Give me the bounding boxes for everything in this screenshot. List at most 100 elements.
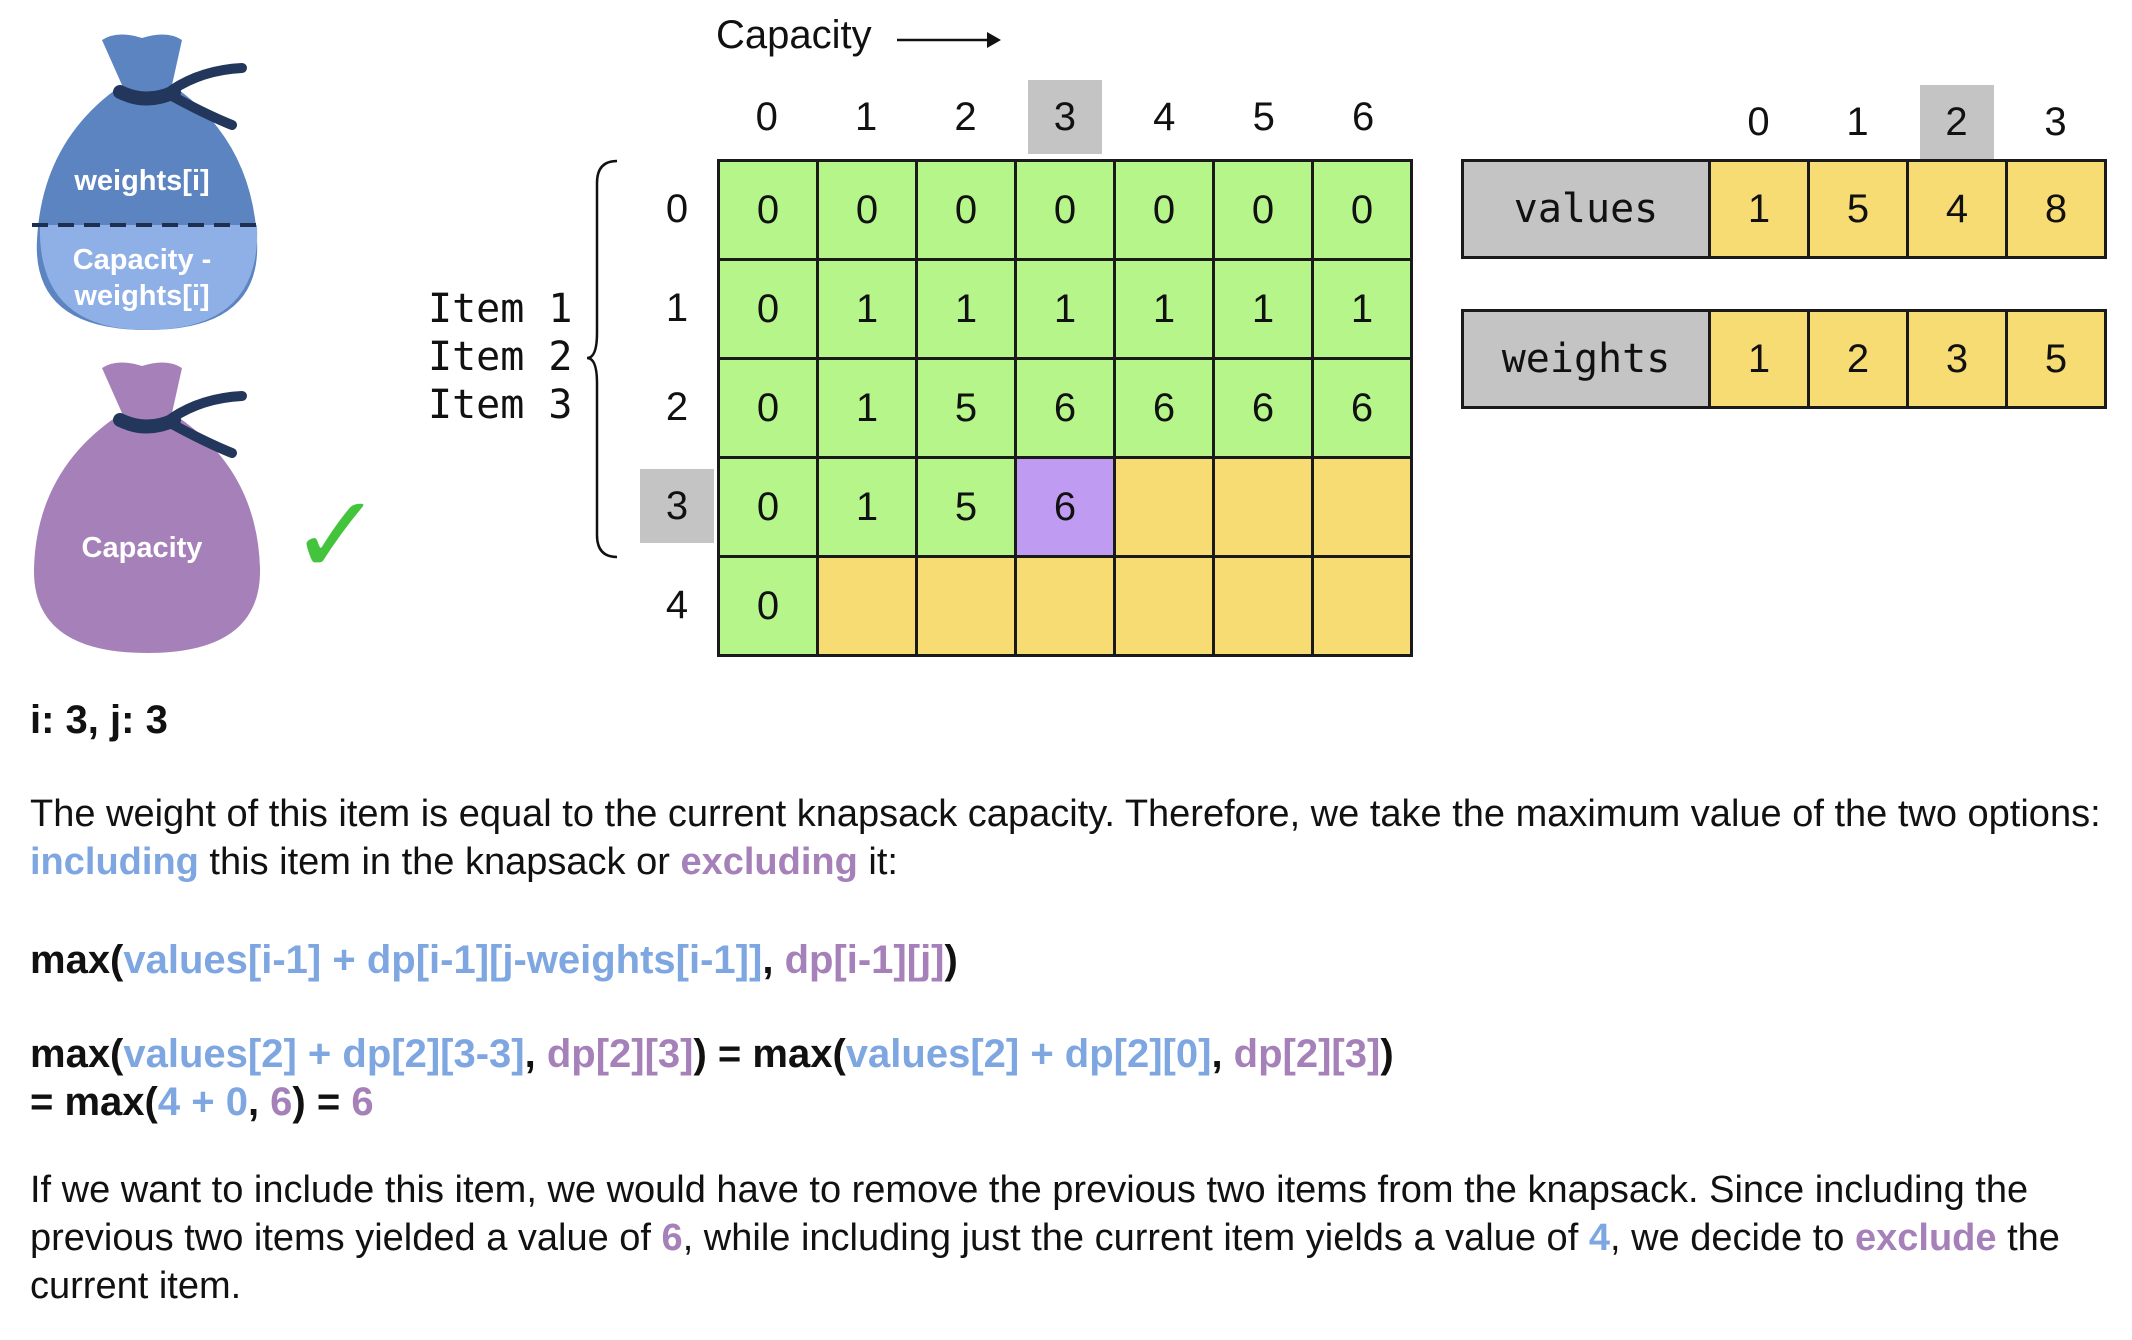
- knapsack-split-bag: [32, 34, 262, 330]
- column-header: 0: [755, 95, 778, 139]
- values-cell: 1: [1708, 159, 1810, 259]
- bag-weights-label: weights[i]: [74, 165, 210, 197]
- include-term: values[2] + dp[2][3-3]: [123, 1032, 525, 1076]
- row-header: 2: [665, 384, 689, 429]
- weights-cell: 2: [1807, 309, 1909, 409]
- formula-text: ): [944, 938, 958, 982]
- formula-text: ,: [762, 938, 785, 982]
- capacity-axis-label: Capacity: [716, 13, 872, 57]
- dp-cell: 1: [915, 258, 1017, 360]
- exclude-term: dp[2][3]: [546, 1032, 694, 1076]
- dp-cell: [1212, 456, 1314, 558]
- formula-text: = max(: [30, 1080, 158, 1124]
- arrow-right-icon: [897, 32, 1001, 48]
- dp-cell: 1: [1113, 258, 1215, 360]
- exclude-term: 6: [270, 1080, 293, 1124]
- array-index-header: 1: [1846, 100, 1869, 144]
- dp-cell: 1: [1014, 258, 1116, 360]
- dp-cell: 5: [915, 357, 1017, 459]
- explanation-text: it:: [857, 841, 898, 883]
- exclude-keyword: exclude: [1855, 1217, 1997, 1259]
- formula-text: ): [1380, 1032, 1394, 1076]
- row-header: 0: [665, 186, 689, 231]
- dp-cell: 6: [1014, 357, 1116, 459]
- values-cell: 4: [1906, 159, 2008, 259]
- dp-cell: 0: [717, 555, 819, 657]
- array-index-header: 0: [1747, 100, 1770, 144]
- dp-cell: 0: [1212, 159, 1314, 261]
- dp-cell: 0: [717, 357, 819, 459]
- row-header: 4: [665, 582, 689, 627]
- dp-cell: 1: [1212, 258, 1314, 360]
- include-value: 4: [1588, 1217, 1610, 1259]
- column-header: 2: [954, 95, 977, 139]
- dp-cell: 0: [717, 456, 819, 558]
- column-header: 3: [1027, 80, 1102, 154]
- excluding-keyword: excluding: [680, 841, 858, 883]
- formula-text: ) =: [292, 1080, 352, 1124]
- formula-text: max(: [30, 938, 124, 982]
- knapsack-capacity-bag: [33, 362, 261, 653]
- row-header: 1: [665, 285, 689, 330]
- dp-cell: 0: [1113, 159, 1215, 261]
- step-indicator: i: 3, j: 3: [30, 698, 168, 742]
- include-term: values[i-1] + dp[i-1][j-weights[i-1]]: [123, 938, 763, 982]
- formula-text: ,: [524, 1032, 547, 1076]
- array-index-header: 2: [1919, 85, 1994, 159]
- column-header: 5: [1252, 95, 1275, 139]
- column-header: 1: [854, 95, 878, 139]
- row-header: 3: [640, 468, 714, 543]
- dp-cell: [1311, 555, 1413, 657]
- formula-text: ) = max(: [693, 1032, 846, 1076]
- weights-cell: 3: [1906, 309, 2008, 409]
- explanation-paragraph: The weight of this item is equal to the …: [30, 790, 2110, 886]
- dp-cell: [816, 555, 918, 657]
- formula-text: ,: [247, 1080, 271, 1124]
- explanation-text: , we decide to: [1609, 1217, 1855, 1259]
- exclude-value: 6: [661, 1217, 683, 1259]
- general-formula: max(values[i-1] + dp[i-1][j-weights[i-1]…: [30, 936, 958, 984]
- formula-text: ,: [1211, 1032, 1234, 1076]
- explanation-text: this item in the knapsack or: [198, 841, 681, 883]
- column-header: 6: [1351, 95, 1375, 139]
- conclusion-paragraph: If we want to include this item, we woul…: [30, 1166, 2120, 1310]
- dp-cell: 0: [717, 159, 819, 261]
- dp-cell: 0: [816, 159, 918, 261]
- dp-current-cell: 6: [1014, 456, 1116, 558]
- dp-cell: 1: [816, 258, 918, 360]
- item-label: Item 1: [428, 286, 573, 332]
- item-label: Item 2: [428, 334, 573, 380]
- exclude-term: dp[i-1][j]: [784, 938, 945, 982]
- column-header: 4: [1153, 95, 1176, 139]
- dp-cell: [1113, 456, 1215, 558]
- values-cell: 8: [2005, 159, 2107, 259]
- formula-text: max(: [30, 1032, 124, 1076]
- dp-cell: 0: [1014, 159, 1116, 261]
- dp-cell: 5: [915, 456, 1017, 558]
- dp-row: 0: [717, 555, 1413, 657]
- dp-cell: 0: [717, 258, 819, 360]
- values-label: values: [1461, 159, 1711, 259]
- weights-cell: 1: [1708, 309, 1810, 409]
- exclude-term: dp[2][3]: [1233, 1032, 1381, 1076]
- include-term: 4 + 0: [157, 1080, 248, 1124]
- check-mark-icon: ✓: [290, 471, 383, 599]
- dp-cell: 1: [816, 357, 918, 459]
- explanation-text: the current item.: [30, 1217, 2060, 1307]
- dp-cell: [915, 555, 1017, 657]
- explanation-text: The weight of this item is equal to the …: [30, 793, 2101, 835]
- dp-cell: 6: [1311, 357, 1413, 459]
- dp-cell: [1311, 456, 1413, 558]
- dp-cell: 6: [1212, 357, 1314, 459]
- dp-cell: [1212, 555, 1314, 657]
- explanation-text: If we want to include this item, we woul…: [30, 1169, 2029, 1259]
- array-index-header: 3: [2044, 100, 2067, 144]
- dp-cell: 6: [1113, 357, 1215, 459]
- items-brace: [586, 159, 618, 559]
